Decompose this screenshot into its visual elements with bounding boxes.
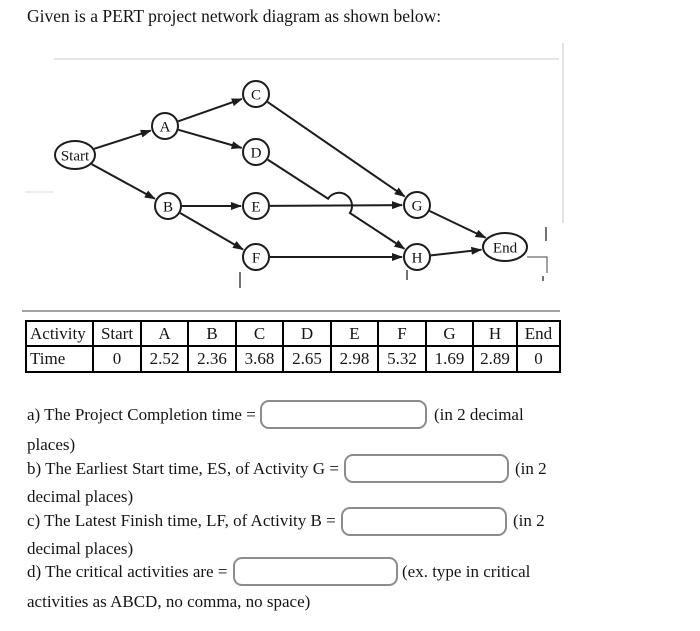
- table-cell-0-10: End: [516, 320, 561, 347]
- node-D-label: D: [251, 145, 262, 161]
- node-End-shape: [482, 232, 528, 262]
- question-d-label: d) The critical activities are =: [27, 562, 228, 581]
- edge-Start-A: [93, 129, 152, 150]
- question-c-input[interactable]: [341, 507, 507, 536]
- node-Start: Start: [54, 140, 96, 170]
- table-cell-0-0: Activity: [25, 320, 94, 347]
- question-b-input[interactable]: [344, 454, 509, 483]
- edge-D-H: [267, 158, 406, 250]
- node-H-label: H: [412, 250, 423, 266]
- artifact-marks-layer: [22, 43, 564, 312]
- question-d-suffix: (ex. type in critical: [402, 562, 531, 581]
- question-b-suffix: (in 2: [515, 459, 547, 478]
- question-d-input[interactable]: [233, 557, 398, 586]
- question-a-suffix: (in 2 decimal: [434, 405, 524, 424]
- edge-Start-B: [91, 163, 156, 200]
- table-cell-1-9: 2.89: [472, 345, 518, 373]
- table-cell-0-6: E: [330, 320, 379, 347]
- node-D: D: [242, 138, 270, 166]
- table-cell-1-10: 0: [516, 345, 561, 373]
- table-cell-1-6: 2.98: [330, 345, 379, 373]
- node-F-shape: [242, 243, 270, 271]
- table-cell-1-5: 2.65: [282, 345, 332, 373]
- node-E-label: E: [251, 199, 260, 215]
- question-c-label: c) The Latest Finish time, LF, of Activi…: [27, 511, 336, 530]
- table-cell-0-9: H: [472, 320, 518, 347]
- table-cell-0-5: D: [282, 320, 332, 347]
- table-cell-1-3: 2.36: [187, 345, 237, 373]
- table-cell-1-0: Time: [25, 345, 94, 373]
- question-a-input[interactable]: [260, 400, 427, 429]
- table-cell-1-2: 2.52: [140, 345, 189, 373]
- node-H: H: [403, 243, 431, 271]
- pert-network-diagram: Start A B C D E F G H End: [22, 43, 564, 312]
- table-cell-0-1: Start: [92, 320, 142, 347]
- node-A-label: A: [160, 119, 171, 135]
- node-End: End: [482, 232, 528, 262]
- question-c-continuation: decimal places): [27, 539, 134, 558]
- table-cell-1-7: 5.32: [377, 345, 427, 373]
- node-F-label: F: [252, 250, 260, 266]
- node-G: G: [403, 191, 431, 219]
- table-cell-0-8: G: [425, 320, 474, 347]
- edge-H-End: [430, 246, 483, 257]
- edge-G-End: [429, 210, 487, 239]
- node-B: B: [154, 192, 182, 220]
- node-A: A: [151, 112, 179, 140]
- question-d-continuation: activities as ABCD, no comma, no space): [27, 592, 311, 611]
- node-B-label: B: [163, 199, 173, 215]
- question-a-label: a) The Project Completion time =: [27, 405, 256, 424]
- node-Start-shape: [54, 140, 96, 170]
- question-a-continuation: places): [27, 435, 76, 454]
- edges-layer: [91, 98, 487, 261]
- artifact-mark-6: [527, 256, 548, 273]
- table-cell-1-4: 3.68: [235, 345, 284, 373]
- table-cell-1-8: 1.69: [425, 345, 474, 373]
- node-End-label: End: [493, 240, 518, 256]
- node-C: C: [242, 80, 270, 108]
- edge-A-C: [177, 98, 243, 123]
- table-cell-0-3: B: [187, 320, 237, 347]
- node-G-shape: [403, 191, 431, 219]
- table-cell-0-7: F: [377, 320, 427, 347]
- table-cell-1-1: 0: [92, 345, 142, 373]
- edge-E-G: [269, 201, 403, 210]
- page-title: Given is a PERT project network diagram …: [27, 6, 442, 26]
- table-cell-0-2: A: [140, 320, 189, 347]
- edge-C-G: [266, 101, 406, 198]
- node-G-label: G: [412, 198, 423, 214]
- node-C-label: C: [251, 87, 261, 103]
- question-c-suffix: (in 2: [513, 511, 545, 530]
- node-B-shape: [154, 192, 182, 220]
- edge-B-F: [179, 212, 244, 251]
- question-b-label: b) The Earliest Start time, ES, of Activ…: [27, 459, 339, 478]
- node-A-shape: [151, 112, 179, 140]
- node-Start-label: Start: [61, 148, 90, 164]
- question-b-continuation: decimal places): [27, 487, 134, 506]
- node-E-shape: [242, 192, 270, 220]
- nodes-layer: Start A B C D E F G H End: [54, 80, 528, 271]
- node-D-shape: [242, 138, 270, 166]
- table-cell-0-4: C: [235, 320, 284, 347]
- node-E: E: [242, 192, 270, 220]
- node-C-shape: [242, 80, 270, 108]
- node-H-shape: [403, 243, 431, 271]
- node-F: F: [242, 243, 270, 271]
- edge-A-D: [178, 128, 243, 149]
